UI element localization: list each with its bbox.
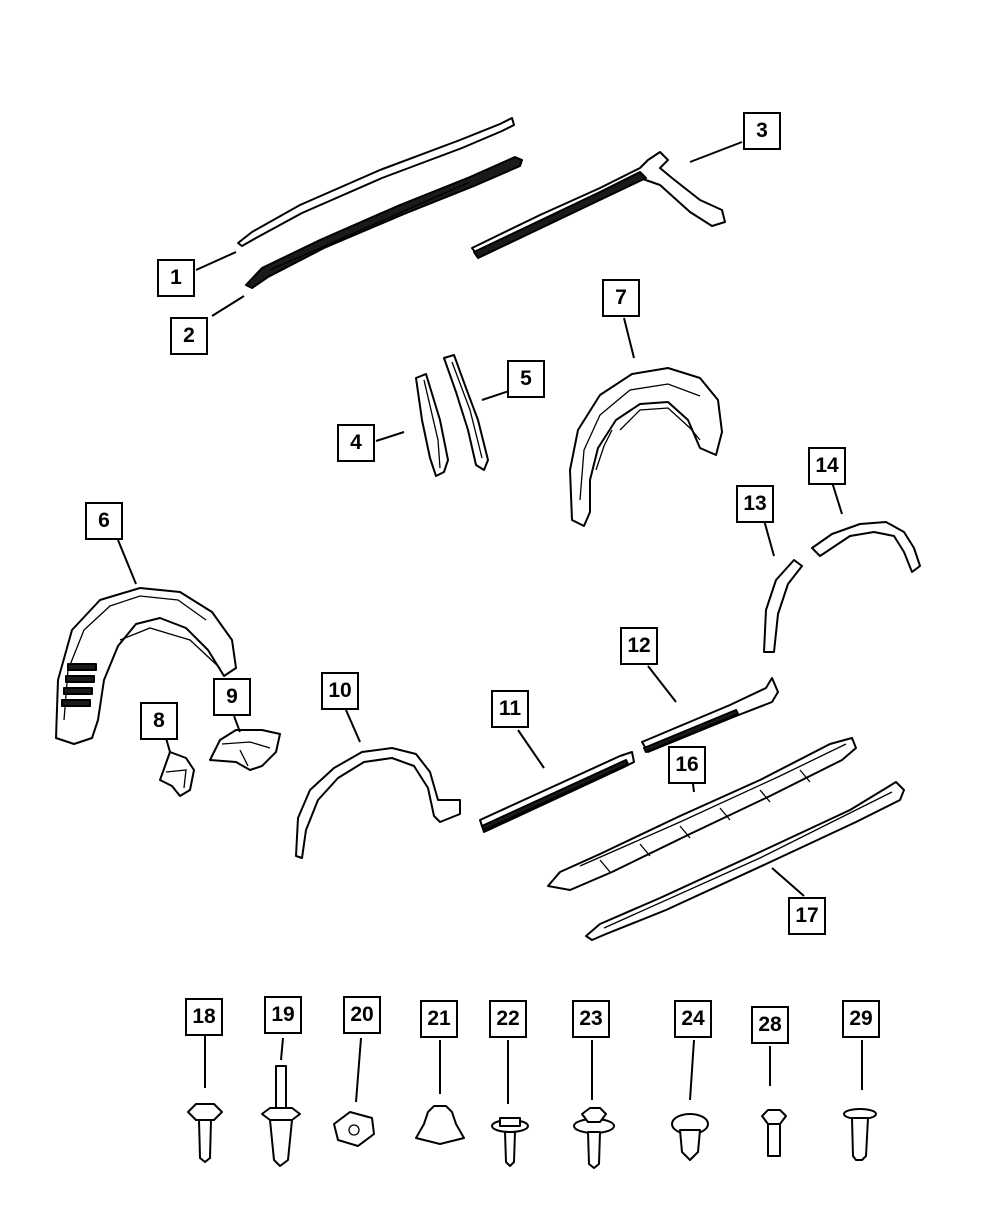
part-12-door-molding xyxy=(641,677,779,753)
part-1-roof-rail xyxy=(237,117,515,247)
part-13-quarter-flare xyxy=(763,559,803,653)
part-5-pillar-trim xyxy=(443,354,489,471)
part-22-screw xyxy=(491,1117,529,1167)
part-21-grommet xyxy=(415,1105,465,1145)
callout-9: 9 xyxy=(213,678,251,716)
callout-3: 3 xyxy=(743,112,781,150)
callout-10: 10 xyxy=(321,672,359,710)
callout-28: 28 xyxy=(751,1006,789,1044)
callout-5: 5 xyxy=(507,360,545,398)
part-29-stud xyxy=(843,1108,877,1161)
part-6-wheelhouse-liner xyxy=(55,587,237,745)
part-14-wheel-flare xyxy=(811,521,921,573)
callout-16: 16 xyxy=(668,746,706,784)
part-3-windshield-molding xyxy=(471,151,726,259)
callout-6: 6 xyxy=(85,502,123,540)
part-7-wheelhouse-liner xyxy=(569,367,723,527)
part-11-rocker-molding xyxy=(479,751,635,833)
callout-7: 7 xyxy=(602,279,640,317)
part-9-bracket xyxy=(209,729,281,771)
callout-13: 13 xyxy=(736,485,774,523)
part-18-bolt xyxy=(187,1103,223,1163)
callout-22: 22 xyxy=(489,1000,527,1038)
callout-1: 1 xyxy=(157,259,195,297)
callout-14: 14 xyxy=(808,447,846,485)
callout-4: 4 xyxy=(337,424,375,462)
part-28-bolt xyxy=(761,1109,787,1157)
callout-24: 24 xyxy=(674,1000,712,1038)
callout-23: 23 xyxy=(572,1000,610,1038)
callout-12: 12 xyxy=(620,627,658,665)
callout-8: 8 xyxy=(140,702,178,740)
leader-lines xyxy=(117,141,863,1104)
part-23-bolt xyxy=(573,1107,615,1169)
callout-2: 2 xyxy=(170,317,208,355)
callout-20: 20 xyxy=(343,996,381,1034)
callout-19: 19 xyxy=(264,996,302,1034)
part-19-push-rivet xyxy=(261,1065,301,1167)
callout-29: 29 xyxy=(842,1000,880,1038)
callout-21: 21 xyxy=(420,1000,458,1038)
callout-17: 17 xyxy=(788,897,826,935)
callout-11: 11 xyxy=(491,690,529,728)
part-4-pillar-trim xyxy=(415,373,449,477)
callout-18: 18 xyxy=(185,998,223,1036)
part-2-roof-rail-molding xyxy=(245,156,523,289)
part-8-bracket xyxy=(159,751,195,797)
part-16-rocker-panel xyxy=(547,737,857,891)
part-10-wheel-flare xyxy=(295,747,461,859)
part-20-clip-nut xyxy=(333,1111,375,1147)
part-17-sill-panel xyxy=(585,781,905,941)
part-24-push-pin xyxy=(671,1113,709,1161)
